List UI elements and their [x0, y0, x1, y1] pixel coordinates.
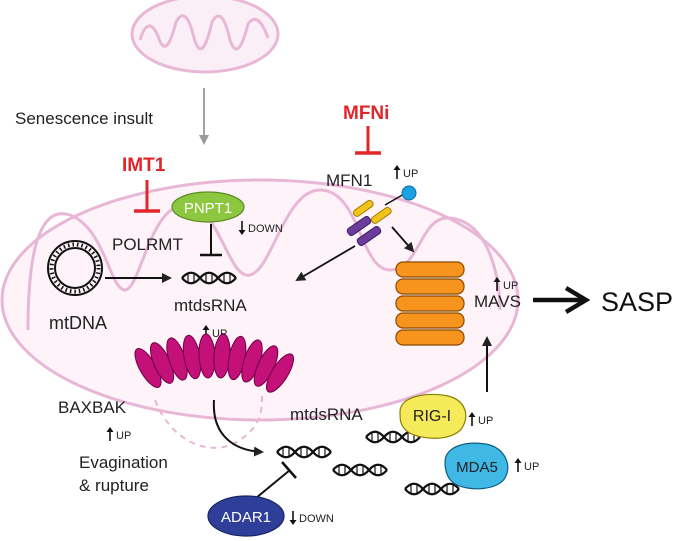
mfni-inhibition-bar-icon [355, 126, 381, 155]
mfn1-up-label: UP [403, 168, 418, 180]
pnpt1-down-label: DOWN [248, 223, 283, 235]
rupture-label: & rupture [79, 476, 149, 495]
baxbak-up-arrow-icon [105, 426, 115, 442]
pnpt1-inhibition-bar-icon [200, 224, 222, 257]
pore-to-cytosol-arrow [212, 399, 264, 457]
mfn1-to-mtdsrna-arrow [295, 245, 356, 282]
mtdna-label: mtDNA [49, 313, 107, 333]
adar1-down-label: DOWN [299, 513, 334, 525]
mtdsrna-outside-helix-icon-4 [403, 482, 461, 496]
mfn1-to-mavs-arrow [391, 226, 415, 253]
mtdsrna-outside-helix-icon-3 [331, 463, 389, 477]
mavs-to-sasp-arrow [533, 286, 591, 314]
mtdsrna-inside-label: mtdsRNA [174, 296, 247, 315]
mavs-up-label: UP [503, 280, 518, 292]
mtdsrna-outside-helix-icon-1 [275, 445, 333, 459]
adar1-label: ADAR1 [221, 509, 271, 526]
mfn1-label: MFN1 [326, 171, 372, 190]
mda5-up-arrow-icon [513, 457, 523, 473]
mfn1-protein-icon [346, 185, 417, 247]
baxbak-up-label: UP [116, 430, 131, 442]
mavs-stack [395, 261, 465, 346]
adar1-down-arrow-icon [288, 510, 298, 526]
rigi-up-label: UP [478, 415, 493, 427]
rigi-node: RIG-I [399, 393, 467, 439]
pnpt1-label: PNPT1 [184, 200, 232, 217]
mtdna-circle-icon [47, 240, 103, 296]
mfni-label: MFNi [343, 103, 389, 124]
sasp-label: SASP [601, 287, 673, 317]
adar1-inhibition-bar-icon [255, 461, 297, 499]
imt1-label: IMT1 [122, 155, 166, 176]
rigi-up-arrow-icon [467, 411, 477, 427]
imt1-inhibition-bar-icon [134, 180, 160, 213]
adar1-node: ADAR1 [207, 495, 285, 537]
evagination-label: Evagination [79, 453, 168, 472]
mitochondrion-large [0, 178, 520, 422]
pnpt1-node: PNPT1 [171, 191, 245, 223]
mtdsrna-outside-label: mtdsRNA [290, 405, 363, 424]
baxbak-label: BAXBAK [58, 398, 127, 417]
mavs-label: MAVS [474, 292, 521, 311]
mda5-node: MDA5 [444, 442, 509, 490]
polrmt-label: POLRMT [112, 235, 183, 254]
mfn1-up-arrow-icon [392, 164, 402, 180]
senescence-label: Senescence insult [15, 109, 153, 128]
mda5-label: MDA5 [456, 459, 498, 476]
rigi-label: RIG-I [413, 408, 451, 425]
mda5-up-label: UP [524, 461, 539, 473]
mitochondrion-icon [130, 0, 280, 74]
baxbak-pore [134, 333, 294, 393]
